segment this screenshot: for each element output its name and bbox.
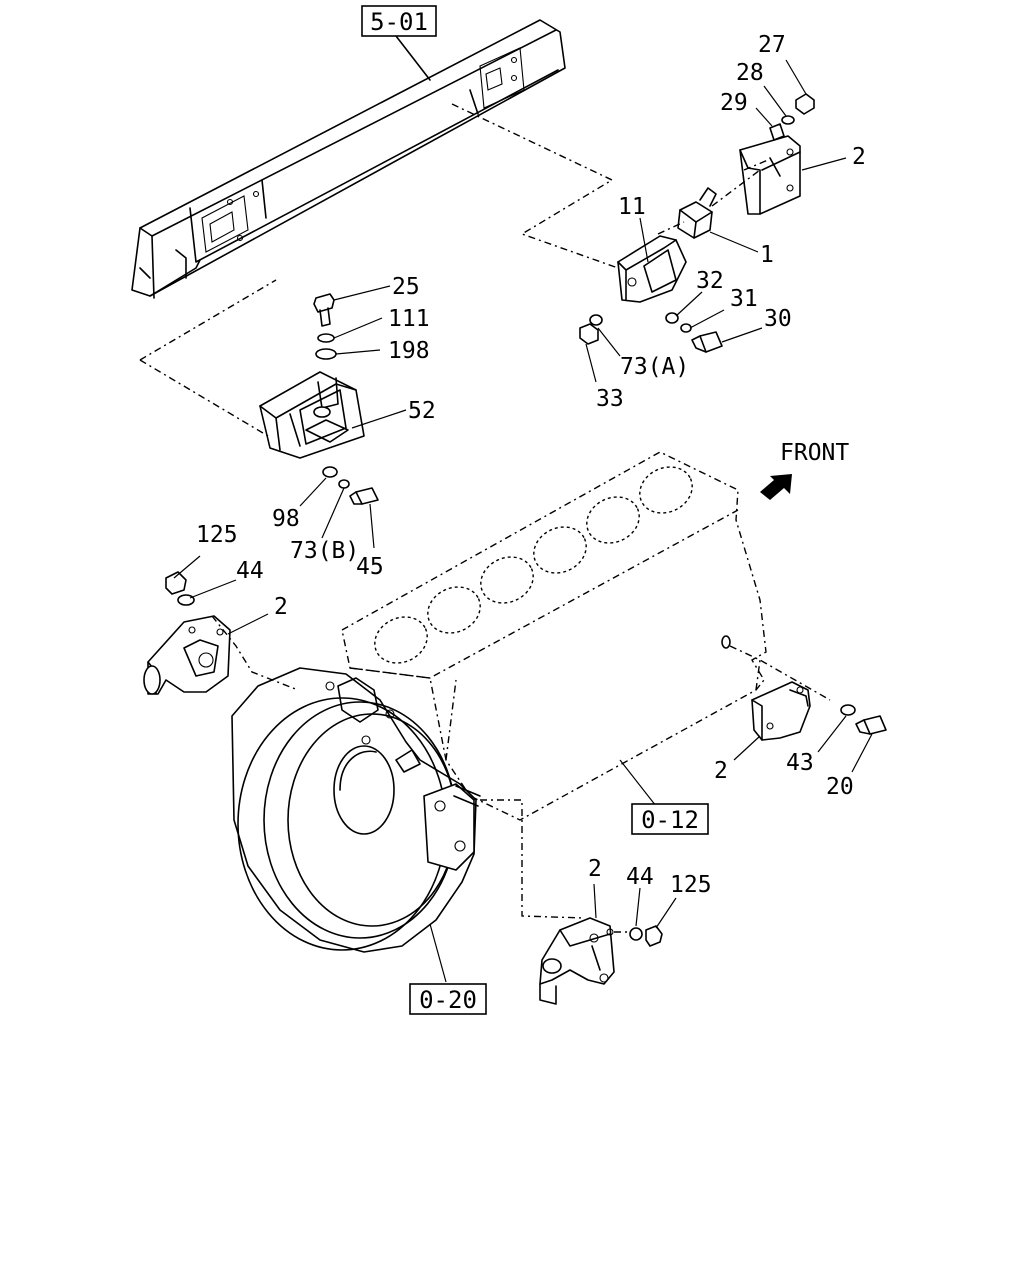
callout-73b[interactable]: 73(B) (290, 538, 359, 564)
callout-73a[interactable]: 73(A) (620, 354, 689, 380)
callout-125-bottom[interactable]: 125 (670, 872, 712, 898)
engine-block-outline (341, 451, 767, 821)
flywheel-housing (231, 667, 585, 983)
rear-mount-rubber (139, 279, 407, 549)
reference-box-flywheel-housing[interactable]: 0-20 (409, 983, 487, 1015)
reference-box-frame[interactable]: 5-01 (361, 5, 437, 37)
callout-20[interactable]: 20 (826, 774, 854, 800)
callout-1[interactable]: 1 (760, 242, 774, 268)
callout-45[interactable]: 45 (356, 554, 384, 580)
callout-25[interactable]: 25 (392, 274, 420, 300)
callout-2-top[interactable]: 2 (852, 144, 866, 170)
right-engine-bracket (721, 635, 887, 773)
front-direction-indicator (760, 474, 792, 500)
left-engine-bracket (143, 555, 299, 695)
callout-2-left[interactable]: 2 (274, 594, 288, 620)
callout-198[interactable]: 198 (388, 338, 430, 364)
callout-2-right[interactable]: 2 (714, 758, 728, 784)
callout-111[interactable]: 111 (388, 306, 430, 332)
front-mount-bracket-assembly (451, 59, 847, 383)
callout-28[interactable]: 28 (736, 60, 764, 86)
callout-31[interactable]: 31 (730, 286, 758, 312)
callout-27[interactable]: 27 (758, 32, 786, 58)
callout-125-left[interactable]: 125 (196, 522, 238, 548)
callout-44-left[interactable]: 44 (236, 558, 264, 584)
reference-label-flywheel-housing: 0-20 (419, 986, 477, 1014)
reference-label-engine: 0-12 (641, 806, 699, 834)
callout-30[interactable]: 30 (764, 306, 792, 332)
callout-29[interactable]: 29 (720, 90, 748, 116)
reference-label-frame: 5-01 (370, 8, 428, 36)
callout-52[interactable]: 52 (408, 398, 436, 424)
callout-2-bottom[interactable]: 2 (588, 856, 602, 882)
callout-11[interactable]: 11 (618, 194, 646, 220)
lower-engine-bracket (539, 883, 677, 1005)
callout-43[interactable]: 43 (786, 750, 814, 776)
callout-32[interactable]: 32 (696, 268, 724, 294)
callout-98[interactable]: 98 (272, 506, 300, 532)
front-label: FRONT (780, 440, 849, 466)
frame-rail (131, 19, 566, 299)
reference-box-engine[interactable]: 0-12 (631, 803, 709, 835)
callout-44-bottom[interactable]: 44 (626, 864, 654, 890)
callout-33[interactable]: 33 (596, 386, 624, 412)
callout-labels: 27 28 29 2 1 11 32 31 30 73(A) 33 25 111… (196, 32, 866, 898)
